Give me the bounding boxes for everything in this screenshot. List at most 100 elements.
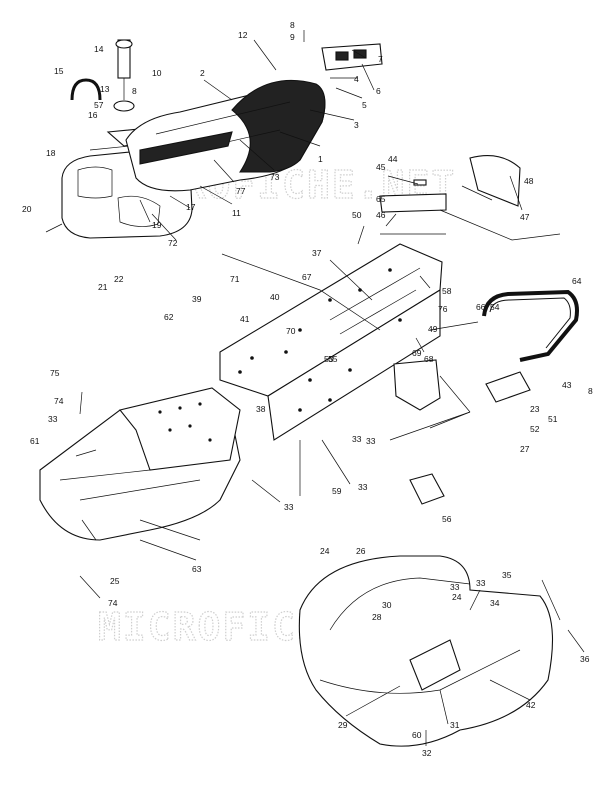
callout-64: 64: [572, 276, 582, 286]
callout-10: 10: [152, 68, 162, 78]
callout-8: 8: [290, 20, 295, 30]
callout-18: 18: [46, 148, 56, 158]
callout-24b: 24: [452, 592, 462, 602]
callout-41: 41: [240, 314, 250, 324]
callout-31: 31: [450, 720, 460, 730]
callout-8c: 8: [588, 386, 593, 396]
callout-33c: 33: [284, 502, 294, 512]
leader-lines: [75, 30, 585, 746]
callout-26: 26: [356, 546, 366, 556]
callout-22: 22: [114, 274, 124, 284]
callout-61: 61: [30, 436, 40, 446]
callout-11: 11: [232, 208, 241, 218]
callout-33: 33: [450, 582, 460, 592]
callout-67: 67: [302, 272, 312, 282]
callout-3: 3: [354, 120, 359, 130]
callout-8b: 8: [132, 86, 137, 96]
callout-70: 70: [286, 326, 296, 336]
callout-51: 51: [548, 414, 558, 424]
callout-63: 63: [192, 564, 202, 574]
callout-54: 54: [490, 302, 500, 312]
callout-13: 13: [100, 84, 110, 94]
callout-46: 46: [376, 210, 386, 220]
callout-52: 52: [530, 424, 540, 434]
callout-42: 42: [526, 700, 536, 710]
callout-47: 47: [520, 212, 530, 222]
filler-cap: [113, 39, 135, 112]
callout-74: 74: [54, 396, 64, 406]
callout-49: 49: [428, 324, 438, 334]
callout-5: 5: [362, 100, 367, 110]
callout-35: 35: [502, 570, 512, 580]
callout-12: 12: [238, 30, 248, 40]
callout-25: 25: [110, 576, 120, 586]
bumper-bracket: [393, 359, 441, 411]
callout-59: 59: [332, 486, 342, 496]
hitch-bracket: [485, 371, 531, 403]
hood: [298, 555, 554, 747]
callout-6: 6: [376, 86, 381, 96]
callout-20: 20: [22, 204, 32, 214]
callout-38: 38: [256, 404, 266, 414]
callout-32: 32: [422, 748, 432, 758]
callout-16: 16: [88, 110, 98, 120]
callout-39: 39: [192, 294, 202, 304]
callout-76: 76: [438, 304, 448, 314]
callout-71: 71: [230, 274, 240, 284]
u-bolt: [70, 78, 102, 101]
callout-75: 75: [50, 368, 60, 378]
callout-37: 37: [312, 248, 322, 258]
callout-50: 50: [352, 210, 362, 220]
callout-43: 43: [562, 380, 572, 390]
callout-19: 19: [152, 220, 162, 230]
callout-33b: 33: [48, 414, 58, 424]
callout-33d: 33: [352, 434, 362, 444]
callout-53: 53: [324, 354, 334, 364]
callout-33e: 33: [358, 482, 368, 492]
callout-73: 73: [270, 172, 280, 182]
callout-69: 69: [412, 348, 422, 358]
callout-29: 29: [338, 720, 348, 730]
callout-33f: 33: [366, 436, 376, 446]
callout-44: 44: [388, 154, 398, 164]
callout-77: 77: [236, 186, 246, 196]
callout-labels: 1 2 3 4 5 6 7 8 9 10 11 12 13 14 15 16 1…: [22, 20, 593, 758]
callout-57: 57: [94, 100, 104, 110]
plate: [409, 473, 445, 505]
snow-flap: [379, 155, 521, 235]
callout-66: 66: [476, 302, 486, 312]
callout-45: 45: [376, 162, 386, 172]
callout-36: 36: [580, 654, 590, 664]
callout-1: 1: [318, 154, 323, 164]
callout-14: 14: [94, 44, 104, 54]
chassis-tunnel: [219, 243, 443, 441]
callout-4: 4: [354, 74, 359, 84]
callout-33g: 33: [476, 578, 486, 588]
belly-pan: [39, 387, 241, 541]
callout-2: 2: [200, 68, 205, 78]
seat: [125, 79, 326, 192]
callout-17: 17: [186, 202, 196, 212]
callout-34: 34: [490, 598, 500, 608]
callout-23: 23: [530, 404, 540, 414]
callout-55: 55: [328, 354, 338, 364]
grab-handle: [321, 43, 383, 71]
callout-28: 28: [372, 612, 382, 622]
callout-62: 62: [164, 312, 174, 322]
callout-56: 56: [442, 514, 452, 524]
callout-7: 7: [378, 54, 383, 64]
callout-58: 58: [442, 286, 452, 296]
callout-30: 30: [382, 600, 392, 610]
rear-bumper: [482, 289, 579, 362]
callout-9: 9: [290, 32, 295, 42]
callout-15: 15: [54, 66, 64, 76]
callout-65: 65: [376, 194, 386, 204]
callout-27: 27: [520, 444, 530, 454]
callout-21: 21: [98, 282, 108, 292]
callout-74b: 74: [108, 598, 118, 608]
callout-60: 60: [412, 730, 422, 740]
callout-48: 48: [524, 176, 534, 186]
callout-40: 40: [270, 292, 280, 302]
callout-72: 72: [168, 238, 178, 248]
